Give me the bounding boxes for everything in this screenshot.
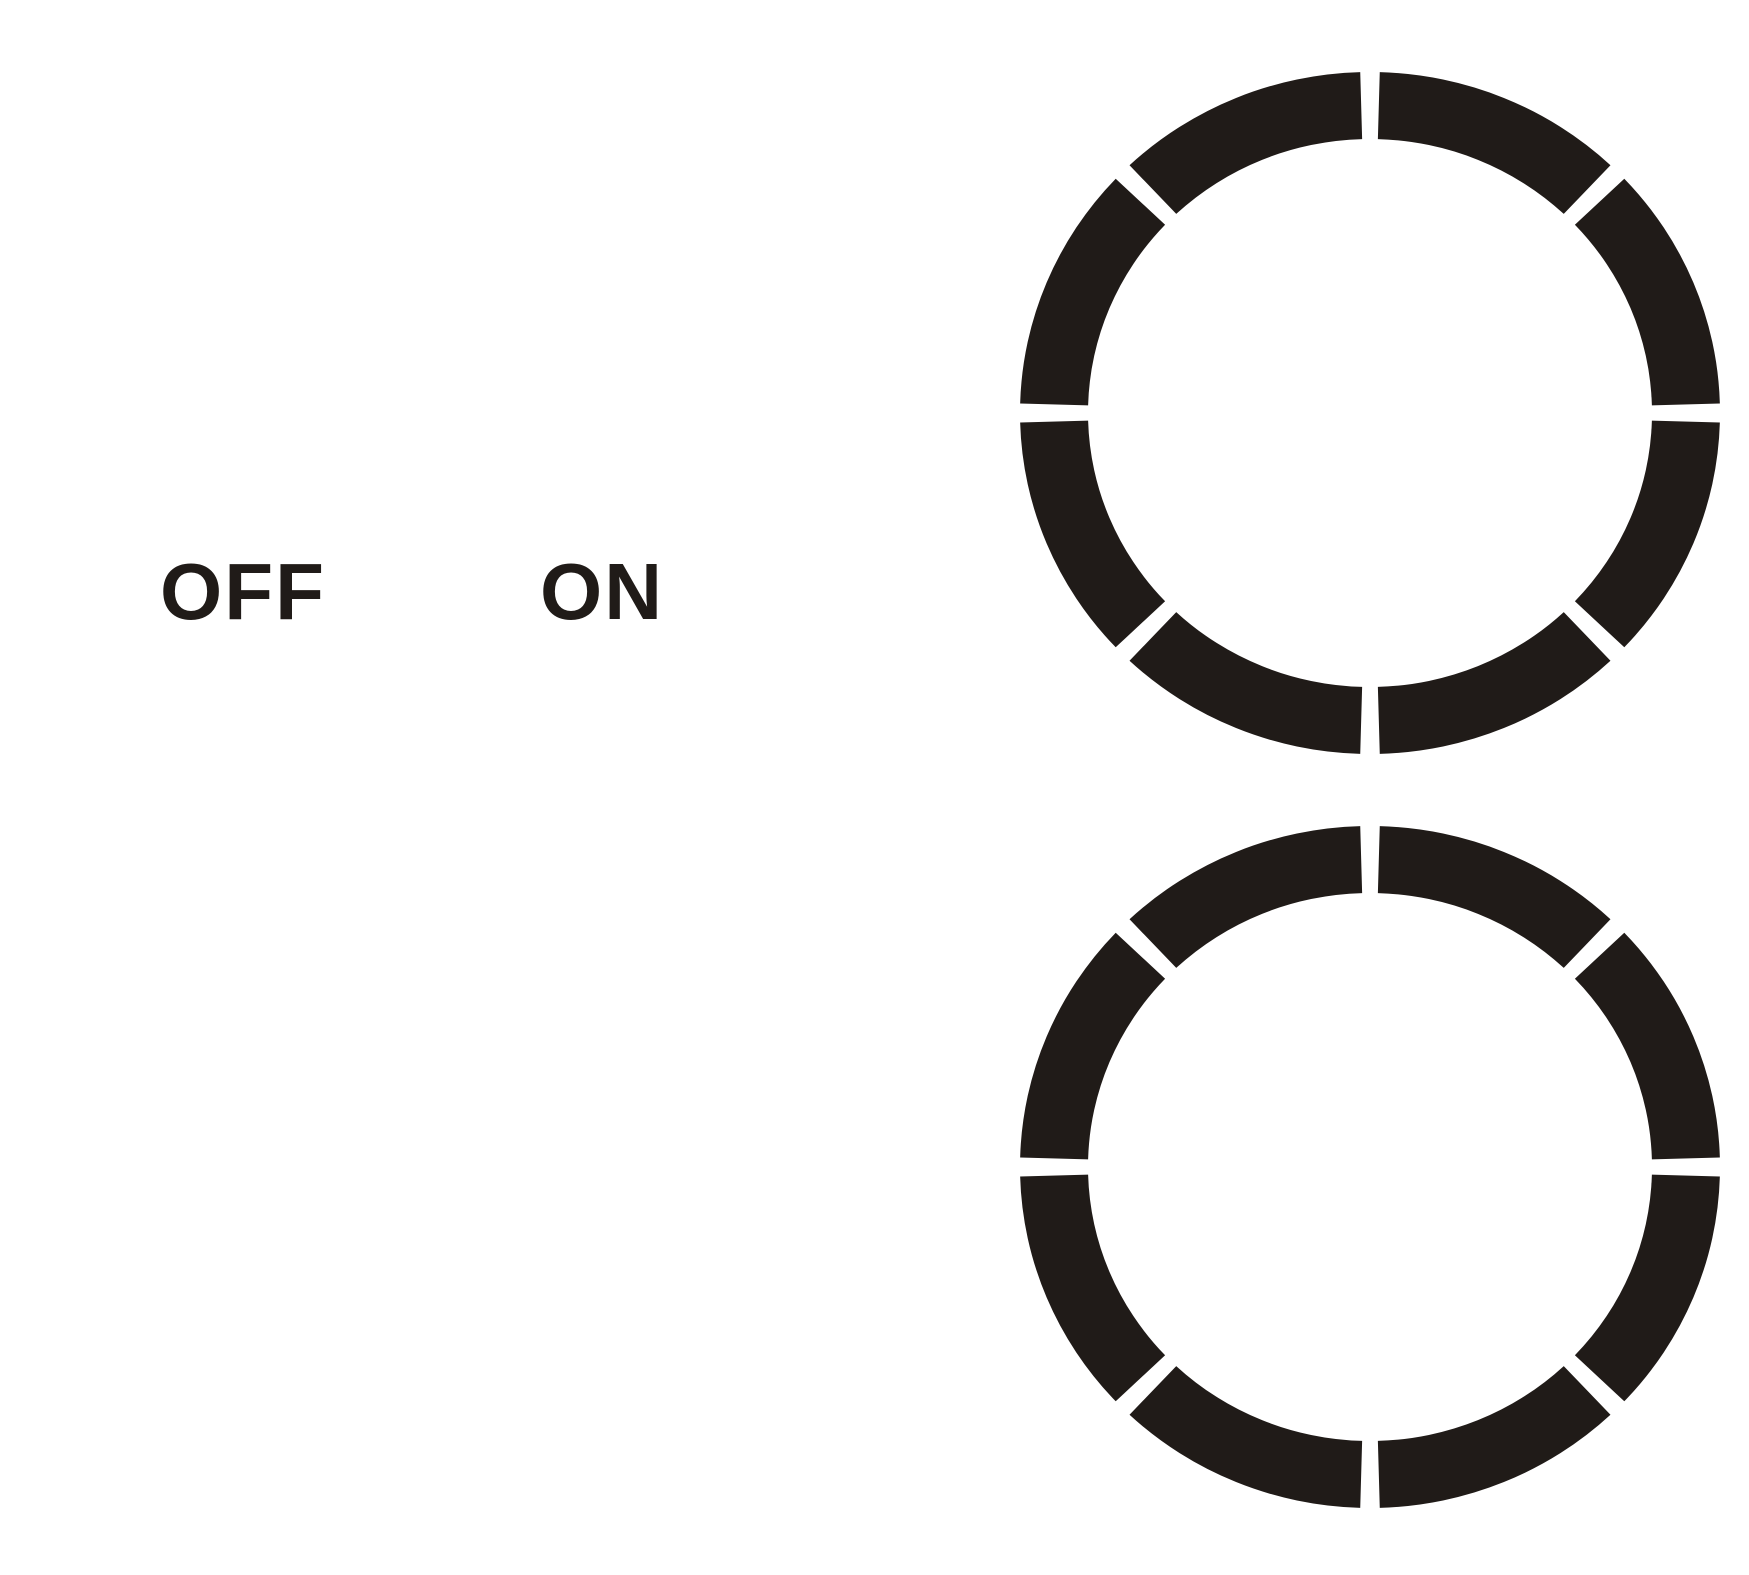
ring-top-segment-1	[1377, 72, 1611, 214]
ring-bottom-segment-2	[1574, 932, 1720, 1160]
ring-bottom-segment-8	[1129, 826, 1363, 968]
on-label: ON	[540, 547, 664, 636]
off-label: OFF	[160, 547, 326, 636]
ring-top-segment-7	[1020, 178, 1166, 406]
ring-top-segment-3	[1574, 420, 1720, 648]
ring-top-segment-2	[1574, 178, 1720, 406]
ring-bottom-segment-5	[1129, 1366, 1363, 1508]
segmented-ring-top	[1020, 72, 1720, 754]
ring-bottom-segment-1	[1377, 826, 1611, 968]
ring-bottom-segment-6	[1020, 1174, 1166, 1402]
ring-top-segment-4	[1377, 612, 1611, 754]
segmented-ring-bottom-graphic	[1020, 826, 1720, 1508]
ring-top-segment-8	[1129, 72, 1363, 214]
segmented-ring-bottom	[1020, 826, 1720, 1508]
ring-top-segment-5	[1129, 612, 1363, 754]
ring-bottom-segment-3	[1574, 1174, 1720, 1402]
ring-bottom-segment-7	[1020, 932, 1166, 1160]
ring-top-segment-6	[1020, 420, 1166, 648]
ring-bottom-segment-4	[1377, 1366, 1611, 1508]
segmented-ring-top-graphic	[1020, 72, 1720, 754]
